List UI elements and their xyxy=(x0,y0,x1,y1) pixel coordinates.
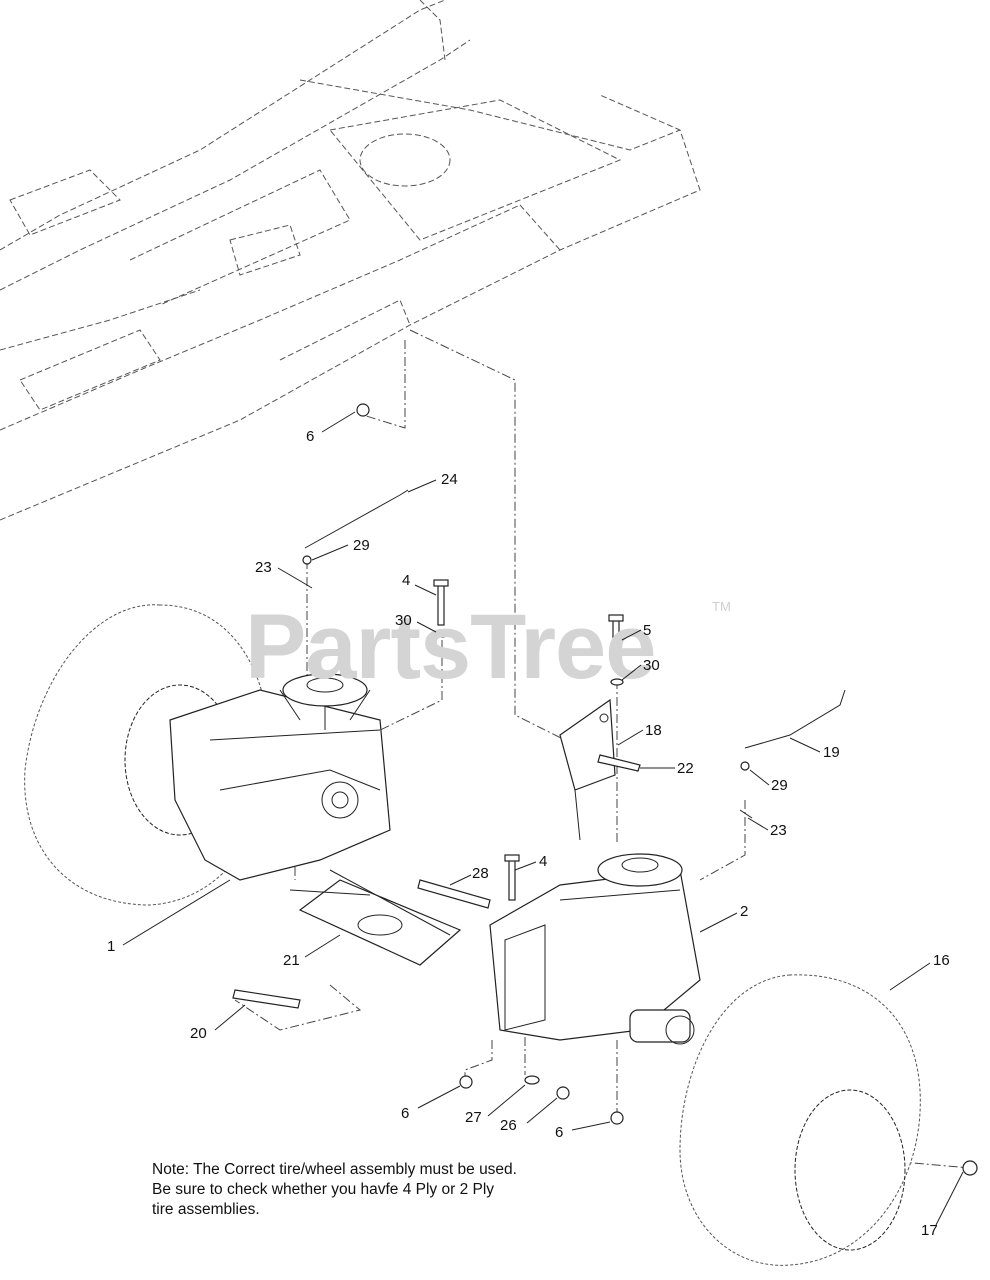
callout-6-left: 6 xyxy=(401,1105,409,1122)
callout-22: 22 xyxy=(677,760,694,777)
callout-24: 24 xyxy=(441,471,458,488)
callout-28: 28 xyxy=(472,865,489,882)
callout-19: 19 xyxy=(823,744,840,761)
assembly-lines xyxy=(234,329,971,1169)
callout-26: 26 xyxy=(500,1117,517,1134)
note-line-3: tire assemblies. xyxy=(152,1201,260,1218)
callout-6-right: 6 xyxy=(555,1124,563,1141)
callout-23-left: 23 xyxy=(255,559,272,576)
callout-4-upper: 4 xyxy=(402,572,410,589)
callout-18: 18 xyxy=(645,722,662,739)
callout-23-right: 23 xyxy=(770,822,787,839)
callout-30-left: 30 xyxy=(395,612,412,629)
right-tire xyxy=(679,974,921,1266)
mount-plate xyxy=(289,869,462,966)
right-transmission xyxy=(489,853,701,1045)
callout-1: 1 xyxy=(107,938,115,955)
watermark: PartsTree TM xyxy=(245,596,731,698)
callout-17: 17 xyxy=(921,1222,938,1239)
hardware xyxy=(232,403,978,1176)
callout-labels: 6 24 29 23 4 30 5 30 18 22 19 29 23 28 4… xyxy=(107,428,950,1239)
callout-29-right: 29 xyxy=(771,777,788,794)
callout-29-left: 29 xyxy=(353,537,370,554)
callout-21: 21 xyxy=(283,952,300,969)
callout-16: 16 xyxy=(933,952,950,969)
note-line-2: Be sure to check whether you havfe 4 Ply… xyxy=(152,1181,495,1198)
watermark-trademark: TM xyxy=(712,599,731,614)
note-line-1: Note: The Correct tire/wheel assembly mu… xyxy=(152,1161,517,1178)
chassis-frame xyxy=(0,0,701,521)
callout-4-lower: 4 xyxy=(539,853,547,870)
callout-5: 5 xyxy=(643,622,651,639)
callout-27: 27 xyxy=(465,1109,482,1126)
left-transmission xyxy=(169,673,391,881)
bracket xyxy=(559,698,616,841)
callout-leaders xyxy=(122,411,964,1226)
watermark-text: PartsTree xyxy=(245,596,655,698)
callout-30-right: 30 xyxy=(643,657,660,674)
callout-6-upper: 6 xyxy=(306,428,314,445)
callout-20: 20 xyxy=(190,1025,207,1042)
callout-2: 2 xyxy=(740,903,748,920)
assembly-note: Note: The Correct tire/wheel assembly mu… xyxy=(152,1160,612,1220)
